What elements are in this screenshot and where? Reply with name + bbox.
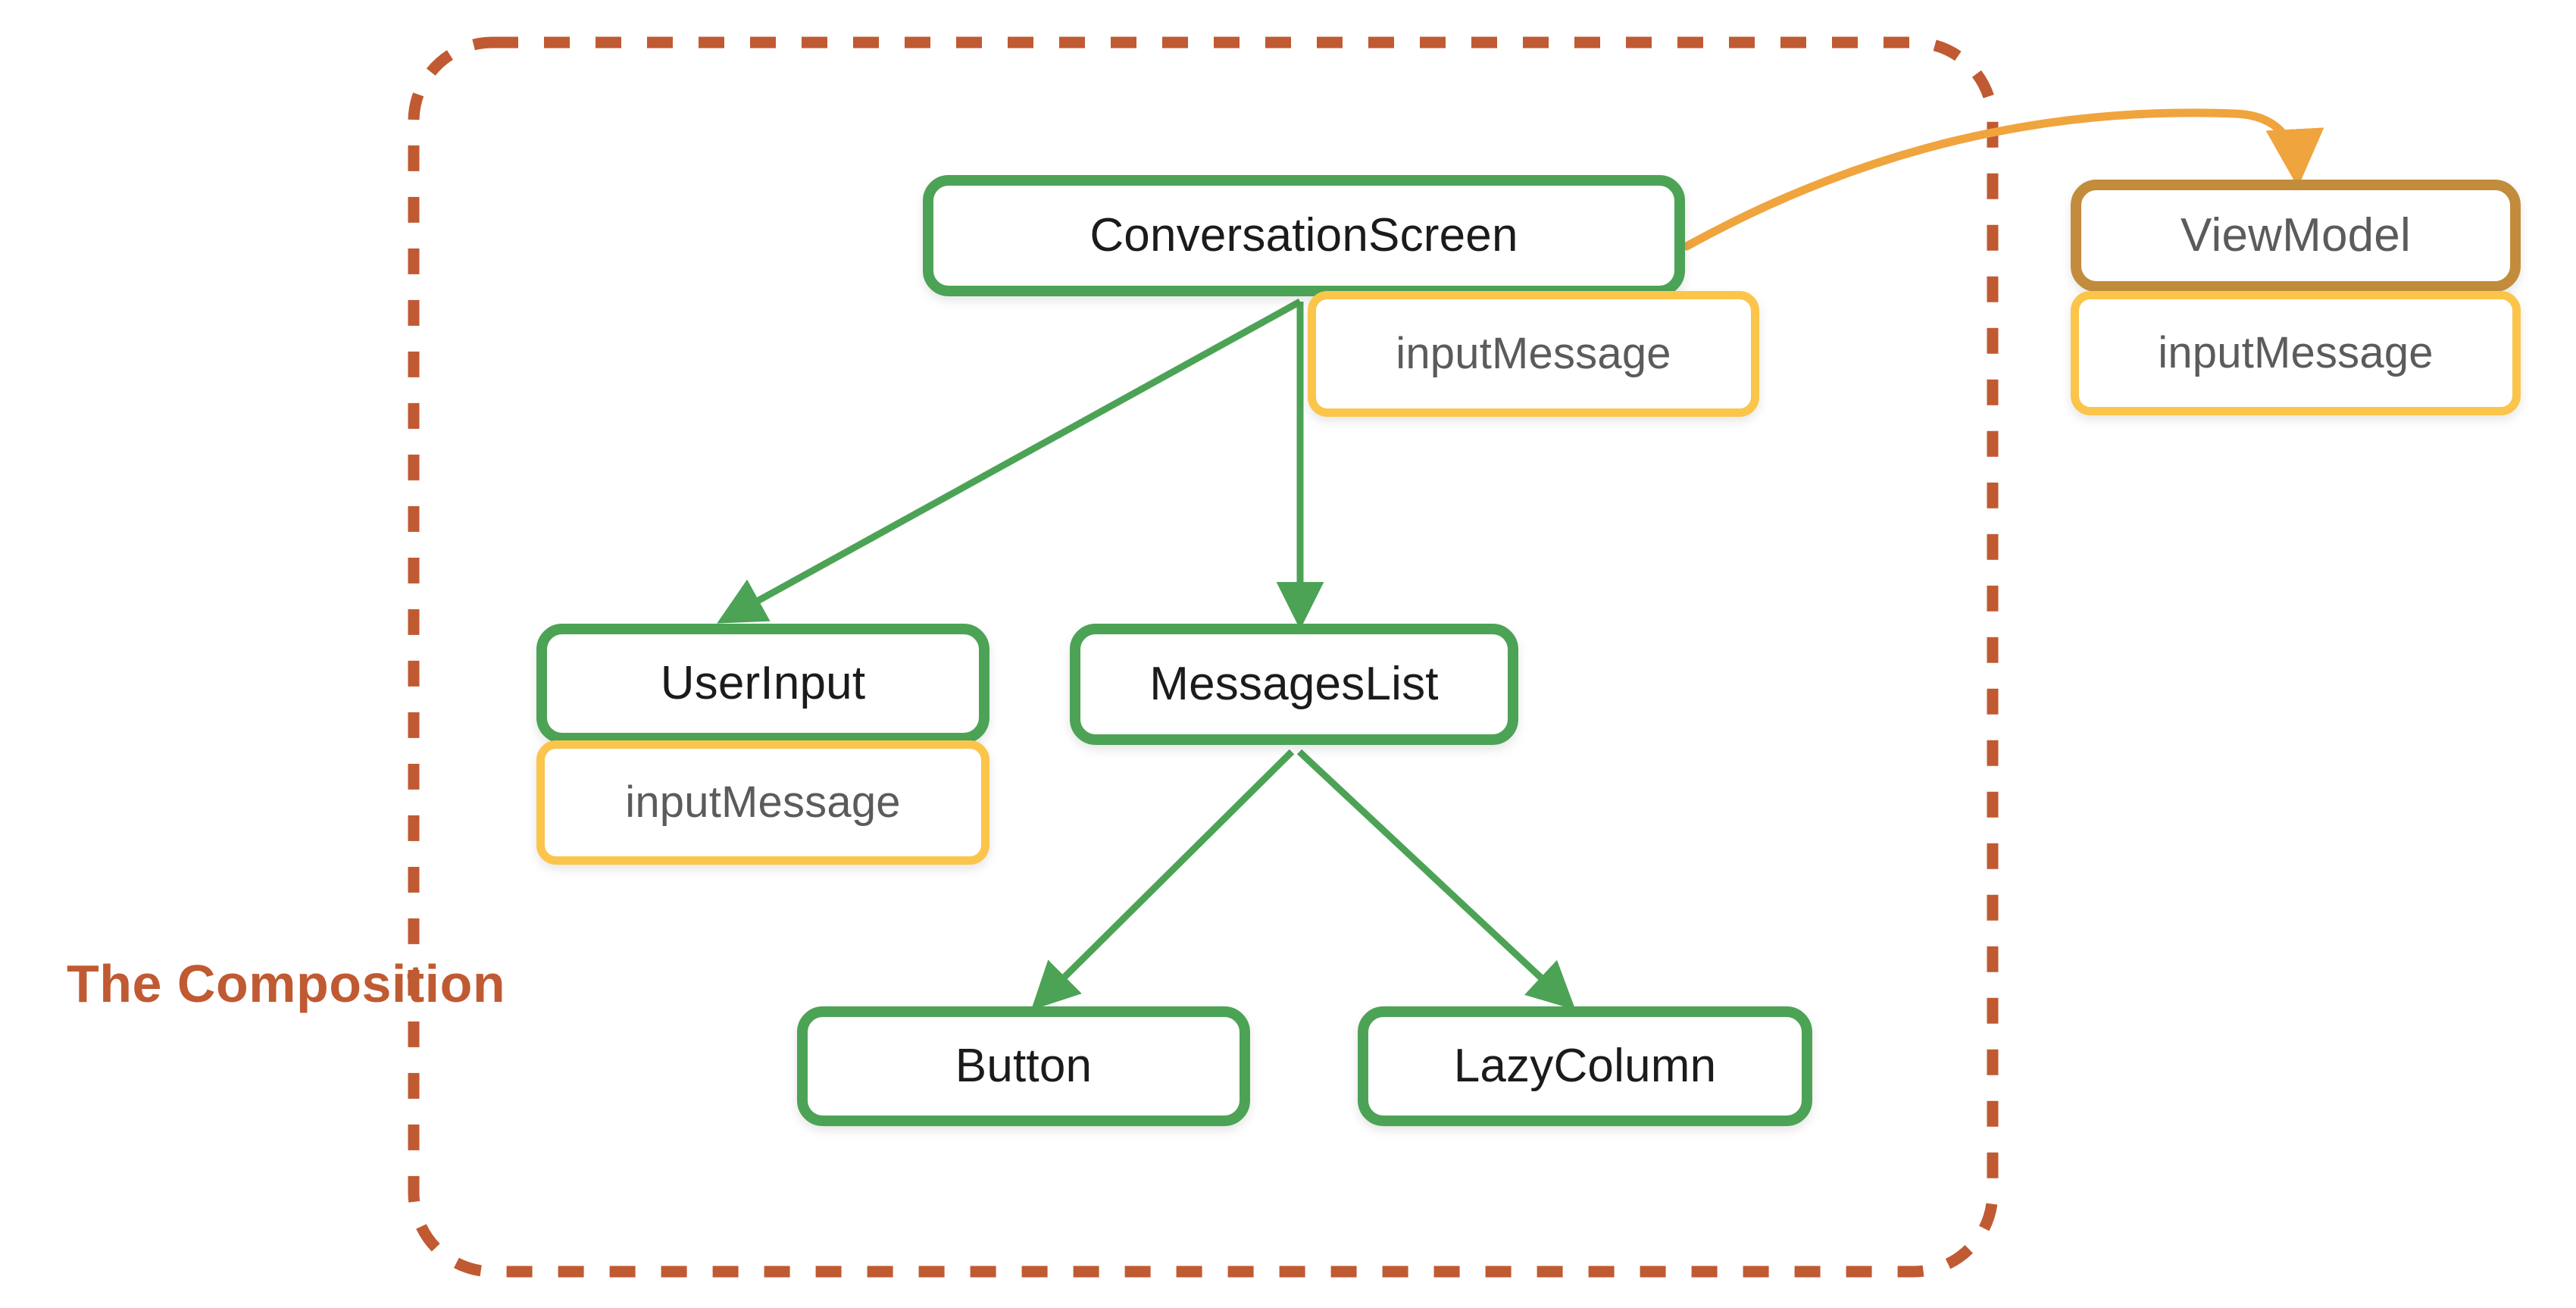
node-label-conversation-screen: ConversationScreen: [1089, 209, 1518, 261]
node-button[interactable]: Button: [797, 1006, 1250, 1126]
node-label-view-model: ViewModel: [2181, 209, 2411, 261]
edge-conversationscreen-to-userinput: [717, 299, 1302, 624]
state-chip-label-view-model: inputMessage: [2158, 328, 2434, 377]
node-user-input[interactable]: UserInput: [536, 624, 989, 743]
state-chip-view-model-inputmessage[interactable]: inputMessage: [2071, 291, 2521, 415]
node-messages-list[interactable]: MessagesList: [1070, 624, 1518, 745]
node-label-lazy-column: LazyColumn: [1453, 1040, 1717, 1092]
composition-boundary-label: The Composition: [67, 954, 506, 1013]
state-chip-conversation-screen-inputmessage[interactable]: inputMessage: [1308, 291, 1759, 417]
state-chip-user-input-inputmessage[interactable]: inputMessage: [536, 740, 989, 865]
state-chip-label-user-input: inputMessage: [625, 778, 901, 827]
node-label-button: Button: [955, 1040, 1093, 1092]
node-conversation-screen[interactable]: ConversationScreen: [923, 175, 1685, 296]
edge-messageslist-to-button: [1030, 749, 1295, 1011]
node-label-user-input: UserInput: [660, 657, 866, 709]
node-view-model[interactable]: ViewModel: [2071, 180, 2521, 292]
node-lazy-column[interactable]: LazyColumn: [1358, 1006, 1812, 1126]
node-label-messages-list: MessagesList: [1149, 658, 1439, 710]
state-chip-label-conversation-screen: inputMessage: [1396, 329, 1671, 378]
edge-messageslist-to-lazycolumn: [1296, 749, 1576, 1010]
